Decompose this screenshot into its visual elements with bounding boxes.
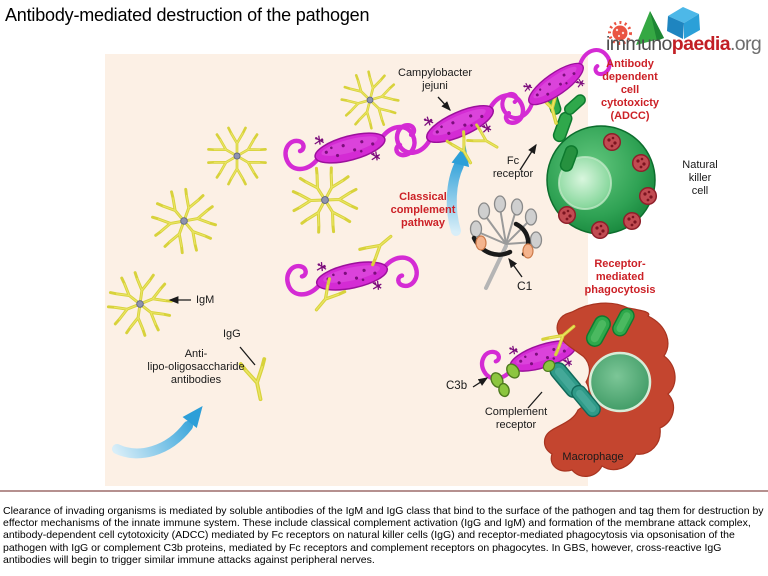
igm-antibody — [145, 182, 224, 260]
label-receptor-phagocytosis: Receptor- mediated phagocytosis — [584, 258, 656, 296]
bacterium — [285, 242, 419, 310]
label-c1: C1 — [517, 279, 533, 293]
c1-complex — [469, 195, 543, 290]
logo-org: .org — [729, 33, 762, 55]
label-c3b: C3b — [446, 380, 468, 392]
label-fc-receptor: Fc receptor — [492, 155, 534, 180]
label-campylobacter: Campylobacter jejuni — [398, 67, 472, 92]
macrophage-cell — [543, 302, 676, 477]
logo-cube-icon[interactable] — [667, 7, 700, 39]
igm-antibody-labeled — [105, 270, 175, 339]
c3b-proteins — [490, 363, 520, 398]
natural-killer-cell — [546, 125, 658, 240]
flow-arrow-bottom-left — [112, 405, 203, 459]
logo-immuno: immuno — [606, 33, 672, 55]
label-macrophage: Macrophage — [562, 451, 624, 463]
label-anti-lps: Anti- lipo-oligosaccharide antibodies — [147, 348, 245, 386]
igm-antibody — [208, 128, 265, 184]
label-classical-pathway: Classical complement pathway — [390, 191, 456, 229]
logo-virus-icon[interactable] — [608, 21, 632, 45]
logo-wordmark[interactable]: immunopaedia.org — [606, 33, 762, 56]
label-igg: IgG — [223, 328, 241, 340]
label-adcc: Antibody dependent cell cytotoxicty (ADC… — [600, 58, 660, 122]
caption-text: Clearance of invading organisms is media… — [3, 504, 764, 567]
logo-paedia: paedia — [671, 33, 731, 55]
bacterium — [282, 111, 417, 185]
label-complement-receptor: Complement receptor — [484, 406, 548, 431]
label-igm: IgM — [196, 294, 215, 306]
complement-receptor-structure — [542, 358, 604, 421]
page-title: Antibody-mediated destruction of the pat… — [5, 5, 370, 25]
label-pointer-arrows — [168, 96, 543, 409]
label-natural-killer-cell: Natural killer cell — [682, 159, 718, 197]
logo-cone-icon[interactable] — [636, 11, 664, 45]
caption-divider — [0, 490, 768, 492]
